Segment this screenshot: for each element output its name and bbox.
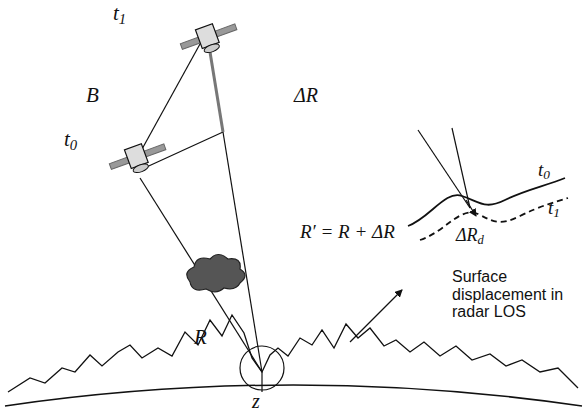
range-equation-label: R′ = R + ΔR xyxy=(300,222,395,243)
earth-curve xyxy=(5,385,582,406)
satellite-t0 xyxy=(107,136,171,181)
atmosphere-cloud xyxy=(187,255,245,292)
terrain-profile xyxy=(8,315,578,392)
range-line-t1 xyxy=(210,52,262,372)
time-label: t0 xyxy=(64,128,77,151)
delta-range-segment xyxy=(210,52,223,132)
surface-time-label: t1 xyxy=(548,198,560,219)
zoom-arrow xyxy=(350,290,402,342)
zoom-circle xyxy=(240,346,284,390)
displacement-arrow xyxy=(466,200,476,216)
satellite-t1 xyxy=(178,16,242,61)
displacement-label: ΔRd xyxy=(456,226,484,246)
height-line xyxy=(261,372,262,392)
height-label: z xyxy=(252,390,260,412)
surface-time-label: t0 xyxy=(538,160,550,181)
surface-t1 xyxy=(420,198,568,240)
range-label: R xyxy=(194,326,207,349)
baseline-label: B xyxy=(86,84,99,107)
range-line-t0 xyxy=(140,178,262,372)
time-label: t1 xyxy=(113,2,126,25)
projection-line xyxy=(140,132,223,170)
baseline xyxy=(136,44,200,160)
range-change-label: ΔR xyxy=(294,84,318,106)
note-text: Surface displacement in radar LOS xyxy=(452,268,580,321)
